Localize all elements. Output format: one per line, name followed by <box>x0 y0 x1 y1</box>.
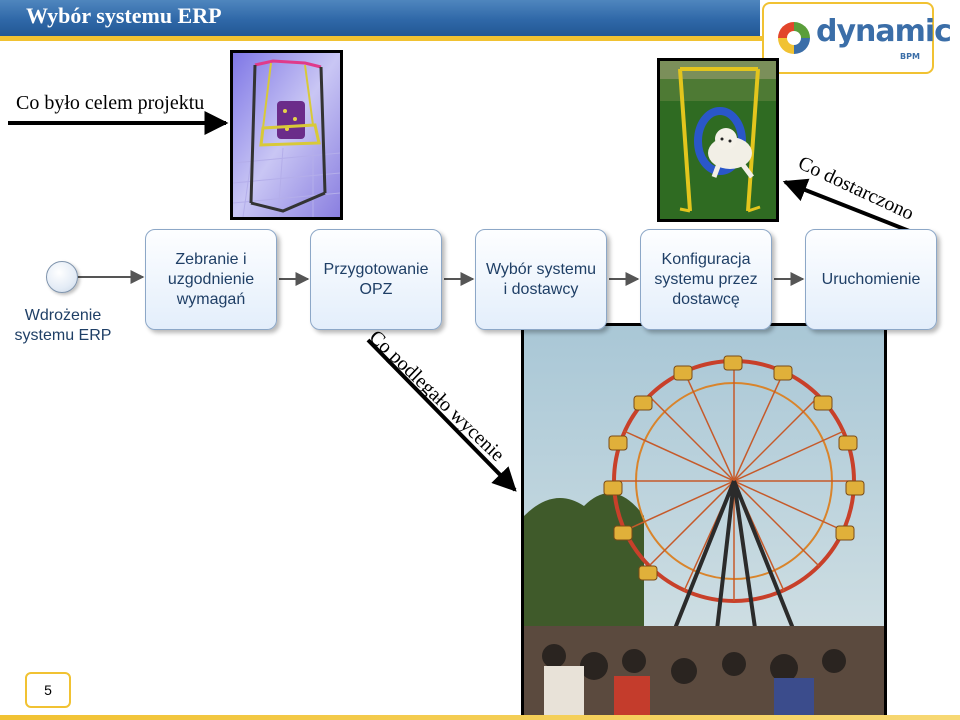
slide-title: Wybór systemu ERP <box>26 3 222 28</box>
company-logo: dynamic BPM <box>762 2 952 74</box>
logo-mark-icon <box>778 22 810 54</box>
logo-brand: dynamic <box>816 14 952 49</box>
logo-sub: BPM <box>900 52 920 61</box>
page-number: 5 <box>25 672 71 708</box>
annotation-goal: Co było celem projektu <box>16 92 205 114</box>
process-step-przygotowanie-opz: Przygotowanie OPZ <box>310 229 442 330</box>
title-bar: Wybór systemu ERP <box>0 0 760 36</box>
start-event-label: Wdrożenie systemu ERP <box>14 307 112 344</box>
title-underline <box>0 36 762 41</box>
process-step-zebranie: Zebranie i uzgodnienie wymagań <box>145 229 277 330</box>
arrow-delivered <box>782 178 923 238</box>
process-step-uruchomienie: Uruchomienie <box>805 229 937 330</box>
bottom-line <box>0 715 960 720</box>
process-step-wybor-systemu: Wybór systemu i dostawcy <box>475 229 607 330</box>
dog-jumping-through-hoop-photo <box>657 58 779 222</box>
start-event <box>46 261 78 293</box>
ferris-wheel-photo <box>521 323 887 720</box>
arrow-valued <box>366 338 517 492</box>
process-step-konfiguracja: Konfiguracja systemu przez dostawcę <box>640 229 772 330</box>
baby-swing-photo <box>230 50 343 220</box>
